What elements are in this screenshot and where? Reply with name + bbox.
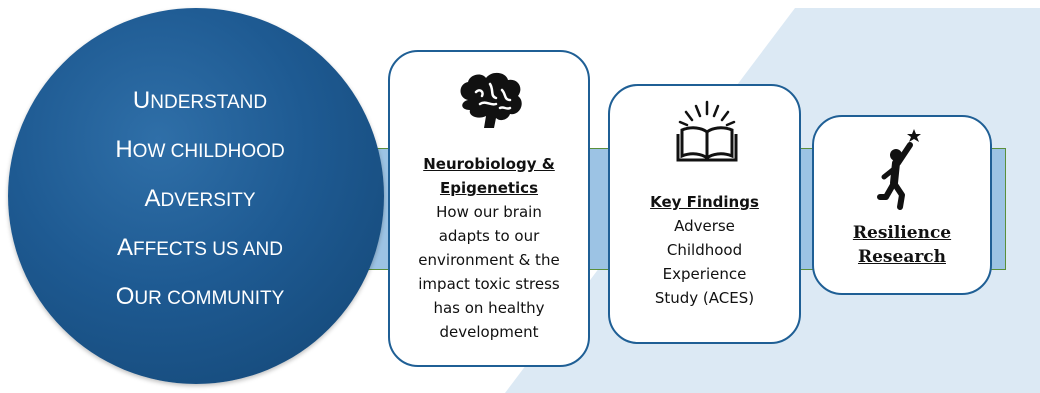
card-body-line: environment & the xyxy=(418,251,560,269)
card-body-line: adapts to our xyxy=(438,227,540,245)
card-body-line: impact toxic stress xyxy=(418,275,560,293)
circle-line: AFFECTS US AND xyxy=(117,233,283,261)
card-title: Epigenetics xyxy=(439,179,539,197)
card-title: Key Findings xyxy=(650,193,759,211)
card-body-line: Experience xyxy=(662,265,747,283)
card-title: Research xyxy=(857,247,946,267)
card-resilience: Resilience Research xyxy=(812,115,992,295)
card-title: Neurobiology & xyxy=(423,155,555,173)
card-body-line: development xyxy=(439,323,539,341)
circle-line: HOW CHILDHOOD xyxy=(115,135,285,163)
circle-line: ADVERSITY xyxy=(144,184,256,212)
card-body-line: Study (ACES) xyxy=(654,289,755,307)
card-body-line: Childhood xyxy=(666,241,743,259)
circle-line: OUR COMMUNITY xyxy=(115,282,285,310)
card-key-findings: Key Findings Adverse Childhood Experienc… xyxy=(608,84,801,344)
understand-circle: UNDERSTAND HOW CHILDHOOD ADVERSITY AFFEC… xyxy=(8,8,384,384)
card-body-line: Adverse xyxy=(674,217,735,235)
card-title: Resilience xyxy=(852,223,952,243)
person-reaching-star-icon xyxy=(877,129,921,210)
card-body-line: has on healthy xyxy=(433,299,545,317)
card-body-line: How our brain xyxy=(436,203,542,221)
card-neurobiology: Neurobiology & Epigenetics How our brain… xyxy=(388,50,590,367)
brain-icon xyxy=(460,72,522,128)
circle-heading: UNDERSTAND HOW CHILDHOOD ADVERSITY AFFEC… xyxy=(115,77,284,322)
open-book-icon xyxy=(676,100,738,162)
circle-line: UNDERSTAND xyxy=(132,86,268,114)
